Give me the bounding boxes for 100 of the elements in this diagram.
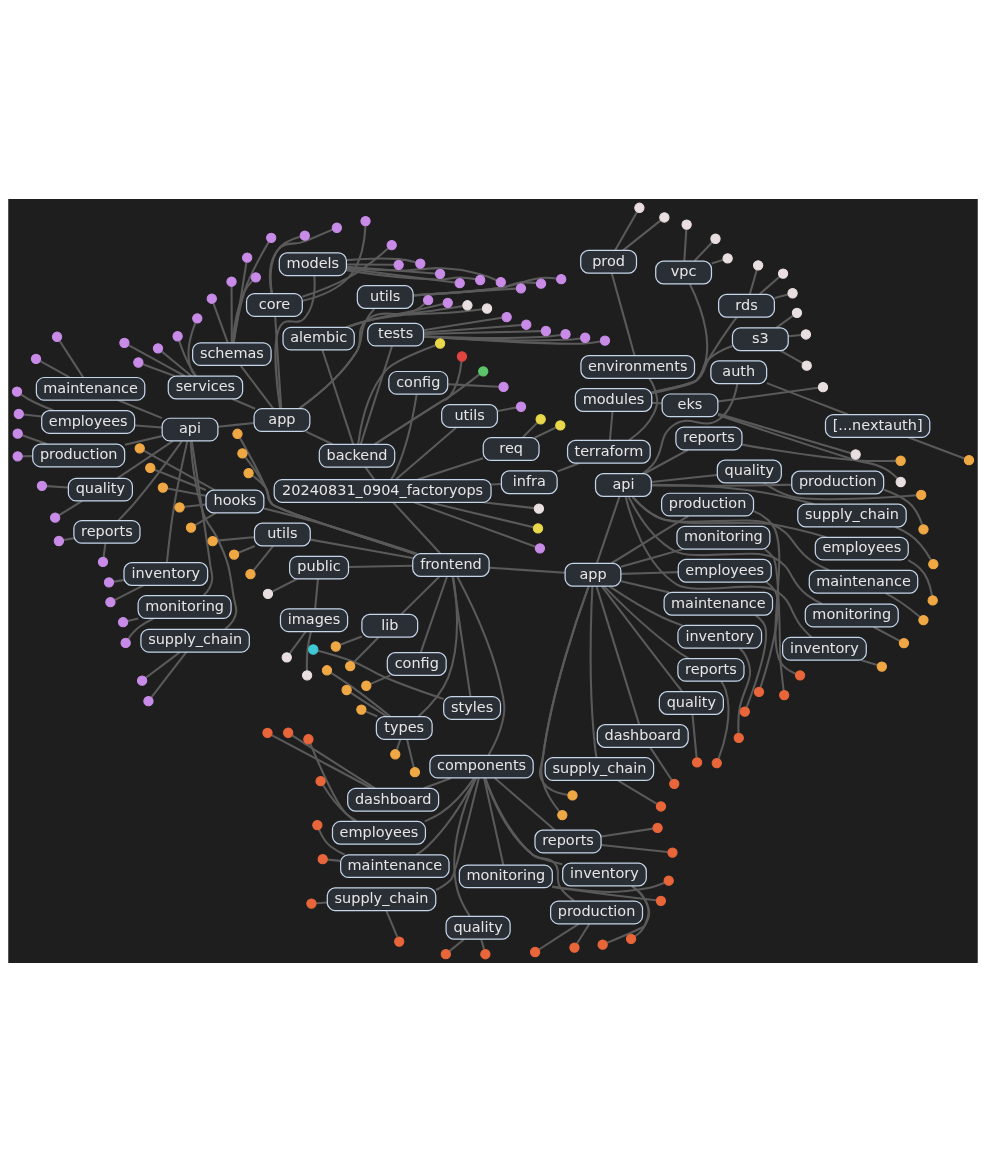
- node-box: inventory: [677, 624, 763, 649]
- node-circle: [454, 278, 465, 289]
- connector: [127, 344, 186, 377]
- connector: [124, 435, 163, 446]
- node-circle: [11, 386, 23, 397]
- node-box: s3: [731, 327, 789, 352]
- connector: [263, 507, 418, 555]
- node-box: styles: [443, 695, 502, 720]
- node-circle: [667, 847, 678, 858]
- connector: [346, 266, 497, 282]
- connector: [691, 714, 698, 758]
- connector: [269, 235, 301, 294]
- connector: [252, 545, 274, 572]
- node-circle: [794, 670, 806, 681]
- node-circle: [895, 476, 906, 488]
- node-circle: [105, 597, 116, 608]
- connector: [291, 734, 376, 790]
- node-circle: [157, 482, 169, 493]
- node-circle: [393, 259, 404, 270]
- connector: [274, 316, 283, 409]
- node-box: monitoring: [137, 595, 232, 620]
- node-box: config: [386, 652, 447, 677]
- connector: [321, 349, 355, 445]
- node-box: maintenance: [808, 569, 919, 594]
- node-circle: [207, 535, 218, 547]
- node-box: core: [245, 292, 303, 317]
- node-box: monitoring: [458, 864, 553, 889]
- node-circle: [556, 273, 567, 285]
- node-circle: [529, 946, 541, 958]
- connector: [46, 485, 69, 489]
- connector: [741, 443, 896, 463]
- connector: [143, 449, 215, 491]
- node-circle: [752, 260, 764, 271]
- node-circle: [691, 757, 703, 768]
- connector: [610, 515, 690, 565]
- connector: [194, 512, 217, 526]
- node-circle: [625, 933, 637, 944]
- connector: [244, 456, 416, 555]
- connector: [346, 263, 394, 266]
- node-circle: [440, 948, 451, 960]
- connector: [184, 503, 207, 508]
- node-circle: [243, 467, 254, 479]
- node-circle: [555, 420, 566, 431]
- node-box: lib: [361, 613, 419, 638]
- connector: [327, 858, 341, 862]
- connector: [489, 566, 565, 574]
- node-circle: [30, 353, 42, 364]
- connector: [748, 269, 758, 295]
- node-circle: [560, 328, 571, 340]
- connector: [483, 778, 505, 865]
- node-circle: [481, 303, 493, 314]
- node-circle: [13, 408, 24, 420]
- node-circle: [185, 522, 197, 533]
- connector: [775, 314, 794, 329]
- node-circle: [245, 569, 256, 580]
- node-box: dashboard: [596, 724, 689, 748]
- connector: [595, 496, 621, 564]
- node-circle: [791, 307, 803, 319]
- connector: [370, 674, 391, 685]
- connector: [239, 437, 416, 555]
- node-box: terraform: [566, 439, 651, 464]
- node-box: config: [388, 370, 449, 395]
- node-box: employees: [41, 409, 136, 434]
- connector: [576, 923, 591, 945]
- connector: [494, 777, 556, 831]
- node-circle: [390, 749, 401, 760]
- connector: [774, 293, 789, 300]
- node-circle: [409, 767, 421, 778]
- connector: [759, 276, 781, 295]
- connector: [753, 510, 796, 675]
- node-box: images: [279, 608, 349, 633]
- connector: [448, 383, 499, 388]
- connector: [161, 350, 193, 377]
- connector: [717, 413, 899, 480]
- node-circle: [722, 253, 733, 264]
- node-box: inventory: [562, 862, 647, 887]
- node-circle: [303, 734, 314, 745]
- connector: [683, 229, 688, 261]
- node-circle: [174, 502, 185, 513]
- node-circle: [963, 454, 975, 466]
- connector: [894, 526, 932, 561]
- node-circle: [97, 556, 109, 568]
- node-box: app: [564, 562, 622, 587]
- node-circle: [535, 278, 547, 289]
- connector: [649, 747, 673, 781]
- node-circle: [152, 343, 164, 354]
- connector: [693, 241, 713, 262]
- node-circle: [192, 313, 203, 324]
- node-circle: [534, 543, 546, 554]
- node-circle: [50, 512, 61, 523]
- node-box: schemas: [192, 342, 272, 367]
- node-box: auth: [710, 360, 768, 385]
- node-circle: [315, 776, 326, 787]
- node-box: production: [32, 443, 126, 468]
- node-circle: [330, 641, 341, 652]
- connector: [451, 576, 472, 697]
- node-circle: [434, 338, 446, 349]
- connector: [317, 649, 444, 700]
- connector: [268, 228, 333, 294]
- node-box: tests: [367, 322, 425, 347]
